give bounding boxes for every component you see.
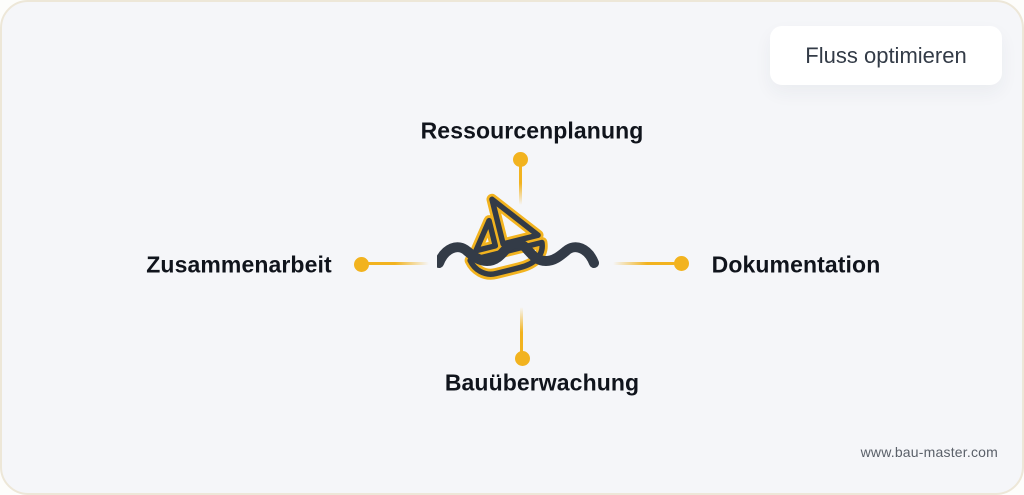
node-label-zusammenarbeit: Zusammenarbeit xyxy=(146,251,332,278)
fluss-optimieren-badge[interactable]: Fluss optimieren xyxy=(770,26,1002,85)
node-label-bauueberwachung: Bauüberwachung xyxy=(444,369,640,396)
node-label-dokumentation: Dokumentation xyxy=(711,251,881,278)
connector-dot-left xyxy=(354,257,369,272)
sailboat-wave-icon xyxy=(437,193,599,280)
node-label-ressourcenplanung: Ressourcenplanung xyxy=(420,117,644,144)
connector-dot-bottom xyxy=(515,351,530,366)
connector-line-right xyxy=(613,262,675,265)
connector-line-bottom xyxy=(520,307,523,353)
badge-label: Fluss optimieren xyxy=(805,42,967,68)
connector-dot-top xyxy=(513,152,528,167)
connector-dot-right xyxy=(674,256,689,271)
connector-line-left xyxy=(367,262,429,265)
website-url: www.bau-master.com xyxy=(860,444,998,460)
connector-line-top xyxy=(519,165,522,205)
wave-path xyxy=(437,238,599,268)
